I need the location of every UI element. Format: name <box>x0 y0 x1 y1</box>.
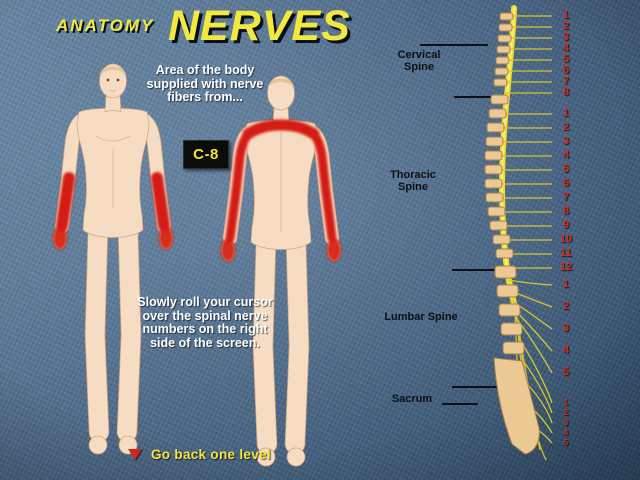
nerve-number-t6[interactable]: 6 <box>562 177 570 189</box>
nerve-number-c6[interactable]: 6 <box>562 64 570 76</box>
nerve-number-t7[interactable]: 7 <box>562 191 570 203</box>
nerve-number-t9[interactable]: 9 <box>562 219 570 231</box>
back-triangle-icon <box>128 449 142 460</box>
nerve-number-c8[interactable]: 8 <box>562 86 570 98</box>
nerve-number-l3[interactable]: 3 <box>562 322 570 334</box>
spine-illustration <box>420 5 553 461</box>
nerve-number-t5[interactable]: 5 <box>562 163 570 175</box>
nerve-number-t8[interactable]: 8 <box>562 205 570 217</box>
prompt-text: Area of the body supplied with nerve fib… <box>146 63 264 104</box>
nerve-number-l2[interactable]: 2 <box>562 300 570 312</box>
nerve-number-c4[interactable]: 4 <box>562 42 570 54</box>
nerve-number-c7[interactable]: 7 <box>562 75 570 87</box>
go-back-label: Go back one level <box>151 447 271 462</box>
nerve-number-t1[interactable]: 1 <box>562 107 570 119</box>
instructions-text: Slowly roll your cursor over the spinal … <box>137 295 273 350</box>
region-label-sacrum: Sacrum <box>391 393 433 405</box>
nerve-number-t11[interactable]: 11 <box>560 247 572 259</box>
nerve-number-c1[interactable]: 1 <box>562 9 570 21</box>
nerve-number-s2[interactable]: 2 <box>563 408 569 417</box>
go-back-button[interactable]: Go back one level <box>128 447 271 462</box>
nerve-number-s3[interactable]: 3 <box>563 418 569 427</box>
region-label-lumbar: Lumbar Spine <box>384 311 458 323</box>
nerve-number-c3[interactable]: 3 <box>562 31 570 43</box>
nerve-number-c2[interactable]: 2 <box>562 20 570 32</box>
nerve-number-t12[interactable]: 12 <box>559 261 573 273</box>
figure-front-view <box>53 64 173 454</box>
nerve-number-t4[interactable]: 4 <box>562 149 570 161</box>
nerve-number-t2[interactable]: 2 <box>562 121 570 133</box>
figure-back-view <box>221 76 341 466</box>
app-kicker: ANATOMY <box>56 16 155 35</box>
page-title: NERVES <box>168 2 351 50</box>
nerve-number-t10[interactable]: 10 <box>559 233 573 245</box>
body-figures-illustration <box>35 58 365 472</box>
nerve-number-l4[interactable]: 4 <box>562 344 570 356</box>
nerve-number-l1[interactable]: 1 <box>562 278 570 290</box>
nerve-number-c5[interactable]: 5 <box>562 53 570 65</box>
nerve-number-l5[interactable]: 5 <box>562 366 570 378</box>
current-nerve-badge: C-8 <box>183 140 229 169</box>
highlight-front-c8-area <box>53 172 173 250</box>
nerve-number-s4[interactable]: 4 <box>563 428 569 437</box>
nerve-number-t3[interactable]: 3 <box>562 135 570 147</box>
region-label-thoracic: Thoracic Spine <box>390 169 436 193</box>
region-label-cervical: Cervical Spine <box>397 49 441 73</box>
nerve-number-s1[interactable]: 1 <box>563 398 569 407</box>
nerve-number-s5[interactable]: 5 <box>563 438 569 447</box>
highlight-back-c8-area <box>221 119 341 262</box>
